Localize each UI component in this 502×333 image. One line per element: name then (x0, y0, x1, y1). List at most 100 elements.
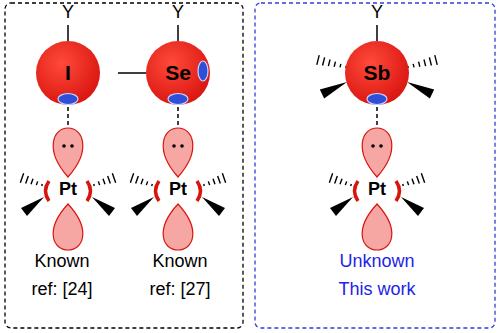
hashed-bond (417, 176, 420, 184)
hashed-bond (130, 173, 133, 182)
caption-label: Y (62, 3, 74, 23)
orbital-arc (355, 181, 359, 201)
atom-sphere (36, 41, 100, 105)
dz2-lobe (163, 128, 193, 177)
orbital-arc (156, 181, 160, 201)
hashed-bond (435, 55, 437, 65)
hashed-bond (20, 173, 23, 182)
hashed-bond (98, 181, 99, 185)
sigma-hole (367, 94, 387, 105)
hashed-bond (429, 57, 431, 65)
orbital-arc (46, 181, 50, 201)
y-bond (376, 25, 378, 41)
lone-pair (62, 144, 66, 148)
wedge-bond (92, 197, 115, 216)
y-bond (67, 25, 69, 41)
atom-circle: Sb (345, 41, 409, 105)
hashed-bond (424, 60, 426, 67)
hashed-bond (112, 173, 115, 182)
pt-center (329, 25, 424, 250)
hashed-bond (31, 179, 33, 185)
hashed-bond (334, 62, 335, 67)
hashed-bond (345, 181, 346, 185)
hashed-bond (208, 181, 209, 185)
wedge-bond (202, 197, 225, 216)
atom-circle: I (36, 41, 100, 105)
caption-label: Known (34, 252, 89, 272)
wedge-bond (131, 197, 154, 216)
interaction-line (177, 107, 179, 128)
hashed-bond (141, 179, 143, 185)
hashed-bond (340, 179, 342, 185)
hashed-bond (146, 181, 147, 185)
atom-symbol: I (36, 41, 100, 105)
caption-label: ref: [27] (149, 280, 210, 300)
atom-circle: Se (146, 41, 210, 105)
caption-label: Y (172, 3, 184, 23)
caption-label: Known (152, 252, 207, 272)
dz2-lobe (163, 204, 193, 250)
hashed-bond (151, 184, 153, 186)
caption-label: Y (371, 3, 383, 23)
hashed-bond (335, 176, 338, 184)
interaction-line (67, 107, 69, 128)
caption-label: This work (338, 280, 415, 300)
atom-label: Pt (368, 180, 386, 200)
atom-symbol: Se (146, 41, 210, 105)
caption-label: Unknown (339, 252, 414, 272)
hashed-bond (421, 173, 424, 182)
hashed-bond (412, 64, 414, 67)
orbital-arc (396, 181, 400, 201)
hashed-bond (213, 179, 215, 185)
hashed-bond (402, 184, 404, 186)
lone-pair (371, 144, 375, 148)
atom-sphere (146, 41, 210, 105)
dz2-lobe (53, 204, 83, 250)
wedge-bond (407, 82, 434, 99)
hashed-bond (36, 181, 37, 185)
sigma-hole (58, 94, 78, 105)
atom-sphere (345, 41, 409, 105)
lone-pair (379, 144, 383, 148)
sigma-hole (168, 94, 188, 105)
hashed-bond (419, 62, 420, 67)
pt-center (20, 25, 115, 250)
lone-pair (172, 144, 176, 148)
wedge-bond (401, 197, 424, 216)
hashed-bond (218, 176, 221, 184)
hashed-bond (407, 181, 408, 185)
atom-label: Pt (169, 180, 187, 200)
hashed-bond (339, 64, 341, 67)
pt-center (130, 25, 225, 250)
hashed-bond (93, 184, 95, 186)
hashed-bond (412, 179, 414, 185)
se-bond (118, 72, 146, 74)
hashed-bond (203, 184, 205, 186)
hashed-bond (323, 57, 325, 65)
dz2-lobe (53, 128, 83, 177)
known-panel (5, 3, 243, 328)
hashed-bond (222, 173, 225, 182)
atom-label: Pt (59, 180, 77, 200)
dz2-lobe (362, 128, 392, 177)
wedge-bond (320, 82, 347, 99)
hashed-bond (41, 184, 43, 186)
hashed-bond (136, 176, 139, 184)
orbital-arc (87, 181, 91, 201)
hashed-bond (350, 184, 352, 186)
hashed-bond (26, 176, 29, 184)
y-bond (177, 25, 179, 41)
atom-symbol: Sb (345, 41, 409, 105)
caption-label: ref: [24] (31, 280, 92, 300)
hashed-bond (328, 60, 330, 67)
hashed-bond (317, 55, 319, 65)
hashed-bond (103, 179, 105, 185)
lone-pair (180, 144, 184, 148)
orbital-arc (197, 181, 201, 201)
wedge-bond (21, 197, 44, 216)
dz2-lobe (362, 204, 392, 250)
unknown-panel (255, 3, 495, 328)
interaction-line (376, 107, 378, 128)
wedge-bond (330, 197, 353, 216)
hashed-bond (108, 176, 111, 184)
